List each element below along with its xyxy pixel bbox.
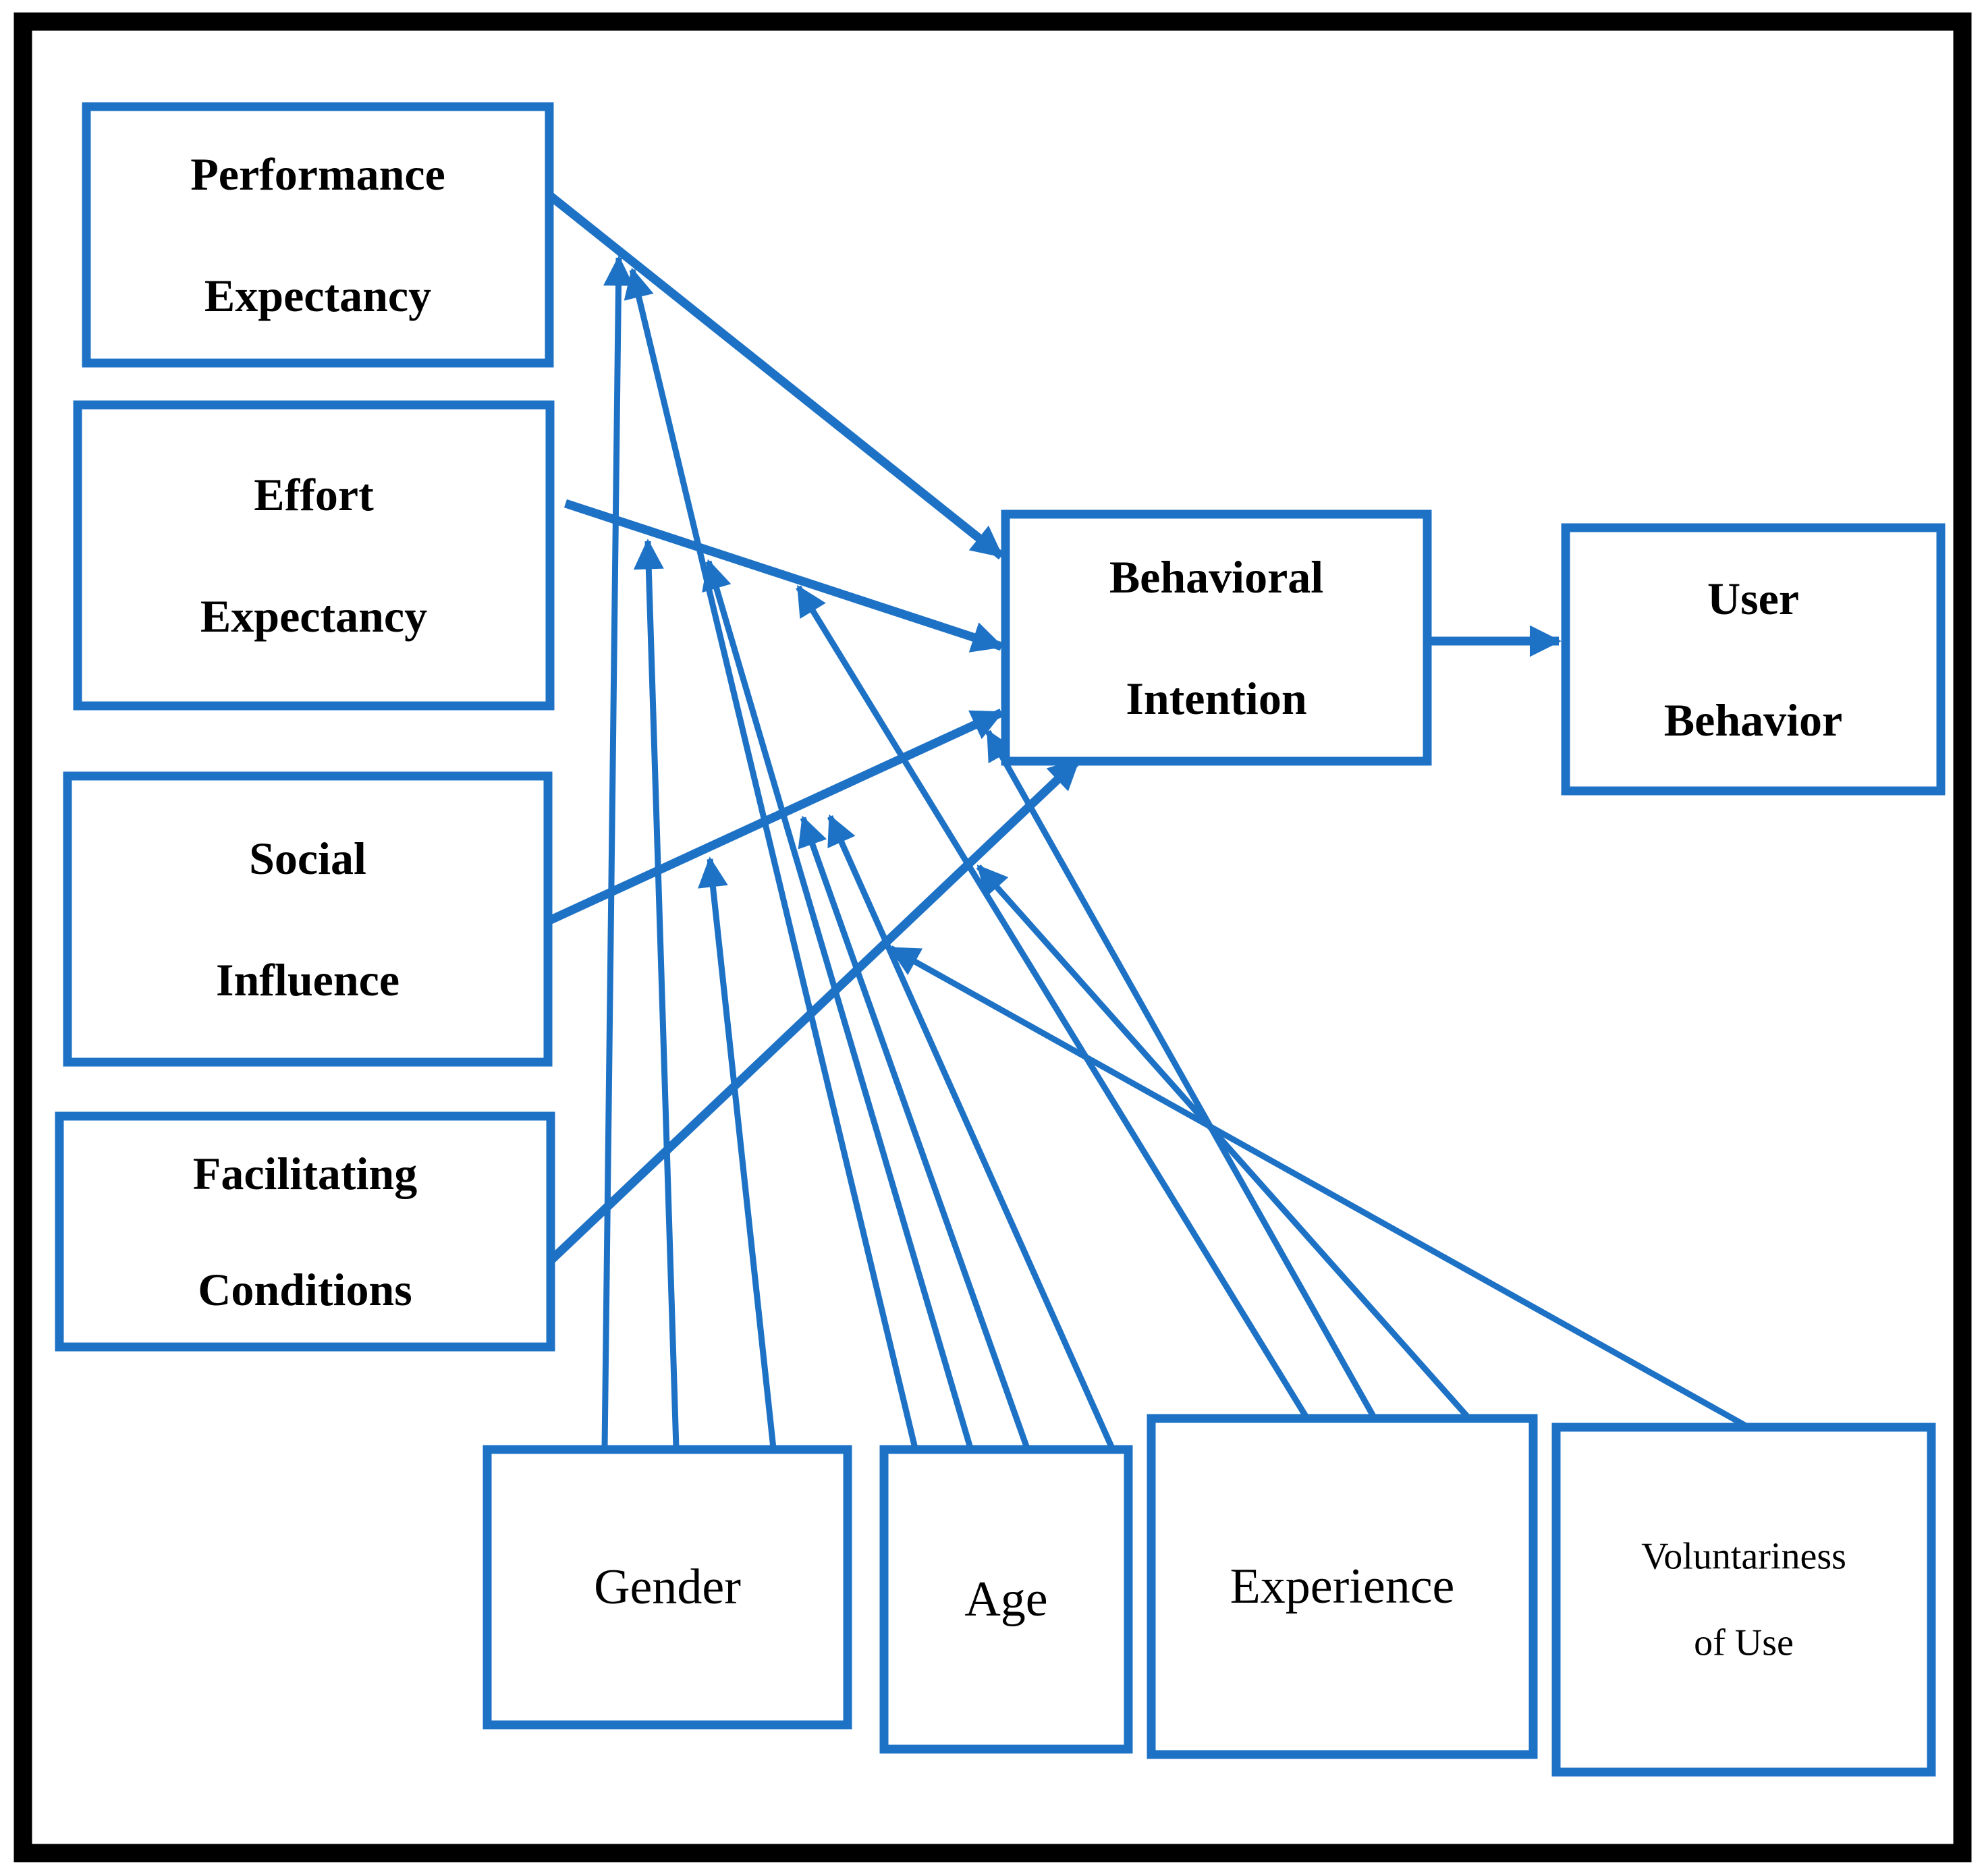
node-experience-label-line-1: Experience <box>1230 1559 1455 1614</box>
edges-layer <box>13 12 1972 1863</box>
node-voluntariness-of-use: Voluntariness of Use <box>1551 1423 1936 1777</box>
edge-age-to-si-line-1 <box>798 815 1030 1450</box>
outer-frame <box>13 12 1972 1863</box>
node-performance-expectancy-label-line-2: Expectancy <box>204 270 431 321</box>
node-behavioral-intention-label-line-2: Intention <box>1126 673 1306 724</box>
edge-age-to-pe-line <box>624 267 918 1450</box>
node-social-influence-label-line-2: Influence <box>216 954 399 1005</box>
node-voluntariness-of-use-label-line-2: of Use <box>1694 1622 1794 1664</box>
edge-gender-to-ee-line <box>633 539 680 1449</box>
edge-gender-to-si-line <box>698 856 777 1449</box>
edge-experience-to-fc-line <box>976 864 1472 1420</box>
node-social-influence-box <box>63 771 553 1067</box>
node-gender-label: Gender <box>594 1560 741 1615</box>
node-user-behavior-label-line-2: Behavior <box>1664 694 1842 746</box>
node-gender-label-line-1: Gender <box>594 1560 741 1615</box>
node-effort-expectancy-label-line-2: Expectancy <box>200 590 427 642</box>
edge-gender-to-pe-line <box>601 255 634 1449</box>
node-social-influence-label-line-1: Social <box>249 833 366 884</box>
node-voluntariness-of-use-label-line-1: Voluntariness <box>1641 1536 1846 1578</box>
node-facilitating-conditions-box <box>55 1111 555 1352</box>
node-user-behavior-label-line-1: User <box>1707 573 1799 624</box>
node-age-label-line-1: Age <box>964 1572 1047 1627</box>
edge-voluntariness-to-fc-line <box>888 945 1751 1430</box>
node-gender: Gender <box>483 1445 852 1730</box>
edge-ee-to-bi <box>563 499 1004 653</box>
edge-si-to-bi <box>546 709 1004 925</box>
node-experience-label: Experience <box>1230 1559 1455 1614</box>
edge-fc-to-bi <box>547 756 1082 1264</box>
node-gender-box <box>483 1445 852 1730</box>
edge-experience-to-ee-line <box>796 584 1310 1420</box>
node-experience: Experience <box>1147 1414 1538 1759</box>
edge-experience-to-si-line <box>985 729 1377 1420</box>
node-user-behavior-box <box>1561 523 1946 796</box>
node-age-label: Age <box>964 1572 1047 1627</box>
node-behavioral-intention-label-line-1: Behavioral <box>1109 551 1323 603</box>
node-facilitating-conditions-label-line-2: Conditions <box>198 1264 412 1315</box>
node-facilitating-conditions-label-line-1: Facilitating <box>193 1148 417 1199</box>
node-behavioral-intention-box <box>1001 509 1432 766</box>
node-voluntariness-of-use-label: Voluntariness of Use <box>1641 1536 1846 1664</box>
node-performance-expectancy-box <box>82 102 554 368</box>
node-effort-expectancy-label-line-1: Effort <box>254 469 374 520</box>
node-age: Age <box>879 1445 1133 1754</box>
node-voluntariness-of-use-box <box>1551 1423 1936 1777</box>
node-experience-box <box>1147 1414 1538 1759</box>
node-effort-expectancy-box <box>73 400 555 711</box>
edge-age-to-si-line-2 <box>827 814 1115 1450</box>
node-performance-expectancy-label-line-1: Performance <box>190 148 445 200</box>
edge-age-to-ee-line <box>702 559 974 1450</box>
node-age-box <box>879 1445 1133 1754</box>
